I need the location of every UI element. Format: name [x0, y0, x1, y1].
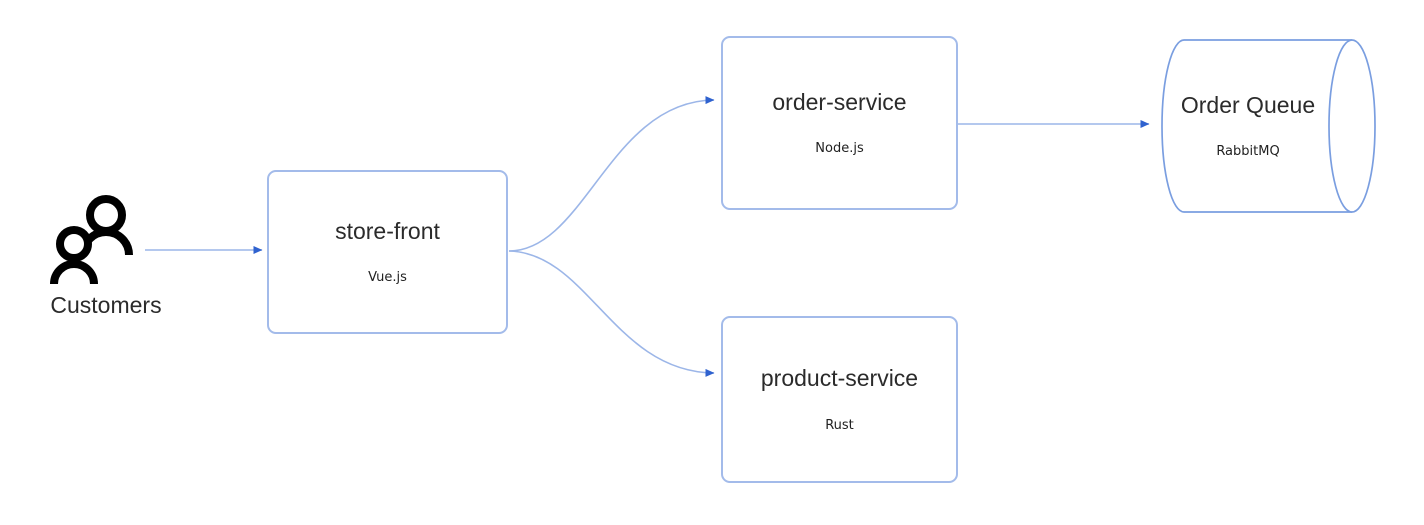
- edge-store-front-to-order-service: [508, 96, 715, 252]
- node-order-queue-title: Order Queue: [1180, 91, 1316, 118]
- node-product-service-title: product-service: [760, 365, 919, 392]
- customers-label: Customers: [50, 292, 162, 318]
- node-order-service[interactable]: order-service Node.js: [721, 36, 958, 210]
- node-order-queue-text: Order Queue RabbitMQ: [1160, 36, 1336, 216]
- two-people-icon: [50, 195, 133, 285]
- node-order-service-title: order-service: [772, 88, 907, 115]
- node-store-front[interactable]: store-front Vue.js: [267, 170, 508, 334]
- customers-actor[interactable]: Customers: [42, 192, 170, 332]
- node-order-queue-subtitle: RabbitMQ: [1216, 144, 1280, 160]
- node-store-front-subtitle: Vue.js: [368, 270, 407, 286]
- node-order-queue[interactable]: Order Queue RabbitMQ: [1160, 36, 1376, 216]
- node-product-service-subtitle: Rust: [825, 417, 854, 433]
- node-order-service-subtitle: Node.js: [815, 141, 864, 157]
- edge-store-front-to-product-service: [508, 250, 715, 377]
- node-product-service[interactable]: product-service Rust: [721, 316, 958, 483]
- node-store-front-title: store-front: [335, 217, 440, 244]
- cylinder-shape: [1161, 39, 1376, 213]
